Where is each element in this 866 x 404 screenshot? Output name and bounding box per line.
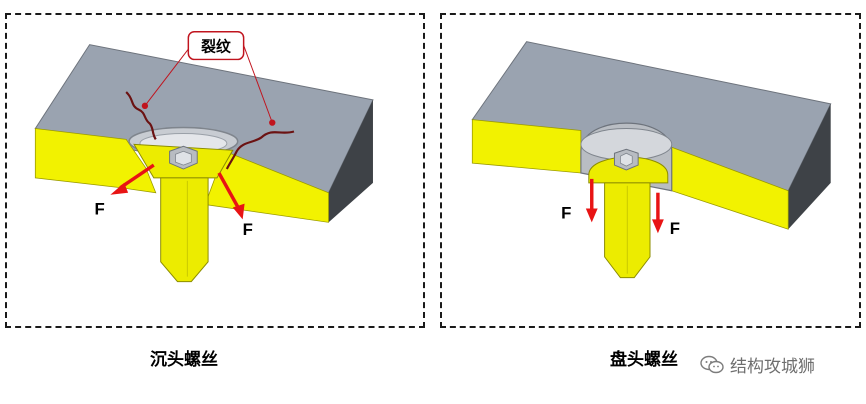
wechat-icon bbox=[700, 355, 724, 373]
watermark-text: 结构攻城狮 bbox=[730, 357, 815, 377]
panhead-diagram: F F bbox=[471, 41, 832, 279]
countersunk-caption: 沉头螺丝 bbox=[150, 350, 218, 370]
crack-right bbox=[225, 130, 295, 170]
callout-leader-left bbox=[144, 42, 194, 107]
force-arrow-left bbox=[110, 163, 155, 195]
force-arrow-right bbox=[651, 192, 664, 234]
force-label-left: F bbox=[95, 199, 105, 218]
countersunk-diagram: 裂纹 F F bbox=[34, 31, 374, 283]
force-label-right: F bbox=[670, 219, 680, 238]
crack-left bbox=[125, 91, 157, 141]
countersunk-panel: 裂纹 F F bbox=[5, 13, 425, 328]
hex-socket-inner bbox=[175, 150, 192, 166]
screw-shank bbox=[160, 177, 209, 283]
crack-label: 裂纹 bbox=[200, 38, 231, 56]
panhead-caption: 盘头螺丝 bbox=[610, 350, 678, 370]
panhead-panel: F F bbox=[440, 13, 861, 328]
hex-socket-inner bbox=[619, 152, 633, 167]
watermark: 结构攻城狮 bbox=[700, 352, 815, 377]
force-arrow-right bbox=[217, 172, 245, 220]
callout-leader-right bbox=[242, 42, 273, 123]
plate-front-left bbox=[34, 128, 157, 194]
force-arrow-left bbox=[585, 178, 598, 223]
plate-side bbox=[788, 103, 831, 230]
screw-head bbox=[588, 156, 669, 184]
crack-callout bbox=[187, 31, 245, 61]
crack-marker-right bbox=[269, 119, 276, 126]
force-label-left: F bbox=[561, 203, 571, 222]
force-label-right: F bbox=[243, 220, 253, 239]
plate-side bbox=[328, 99, 373, 223]
